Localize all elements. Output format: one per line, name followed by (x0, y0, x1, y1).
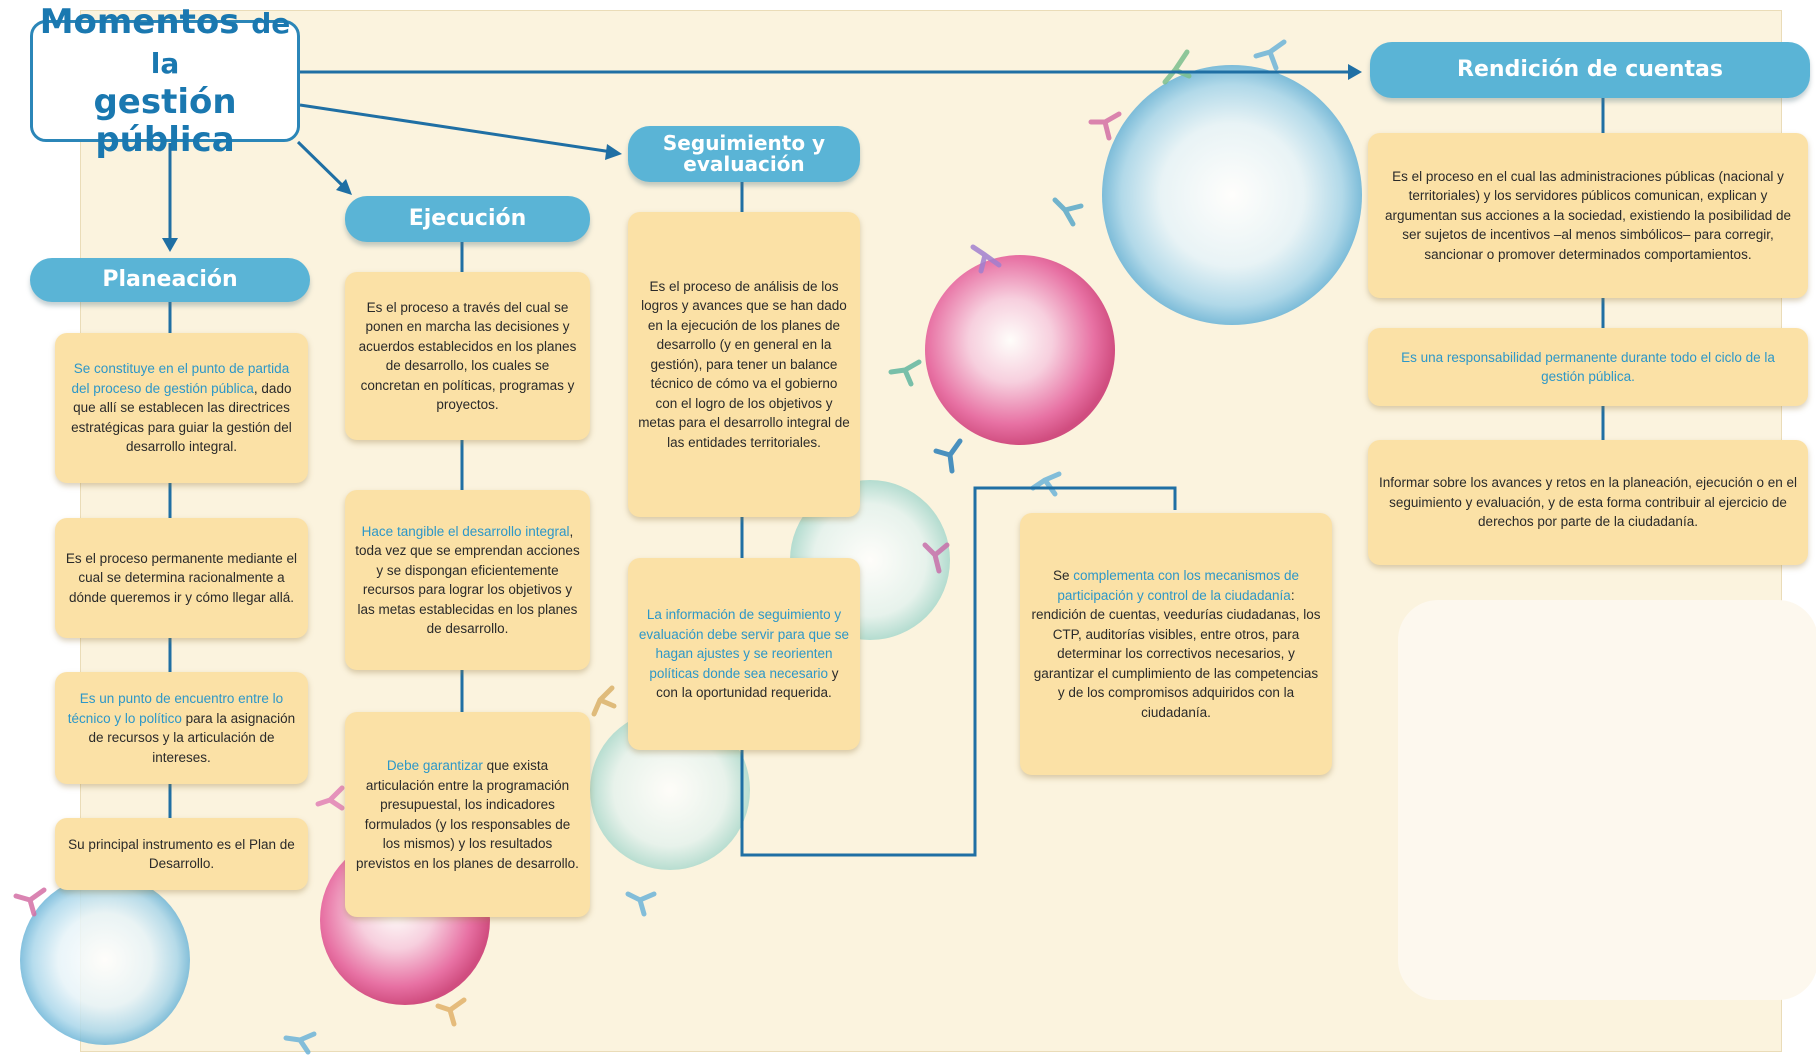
card-ejecucion-1: Es el proceso a través del cual se ponen… (345, 272, 590, 440)
figure-mark (625, 891, 657, 917)
card-ejecucion-3: Debe garantizar que exista articulación … (345, 712, 590, 917)
card-planeacion-2: Es el proceso permanente mediante el cua… (55, 518, 308, 638)
figure-mark (315, 785, 345, 811)
header-rendicion: Rendición de cuentas (1370, 42, 1810, 98)
pink-globe-center (925, 255, 1115, 445)
card-planeacion-1: Se constituye en el punto de partida del… (55, 333, 308, 483)
card-text: que exista articulación entre la program… (356, 758, 579, 871)
card-seguimiento-2: La información de seguimiento y evaluaci… (628, 558, 860, 750)
card-text: y con la oportunidad requerida. (656, 665, 839, 701)
figure-mark (1088, 111, 1122, 141)
card-text: : rendición de cuentas, veedurías ciudad… (1031, 587, 1321, 720)
card-text: para la asignación de recursos y la arti… (88, 710, 296, 765)
figure-mark (435, 997, 467, 1027)
figure-mark (283, 1031, 317, 1055)
card-highlight: Es una responsabilidad permanente durant… (1401, 349, 1775, 385)
arrowhead-rendicion (1348, 64, 1362, 80)
card-rendicion-2: Es una responsabilidad permanente durant… (1368, 328, 1808, 406)
blue-globe-top-right (1102, 65, 1362, 325)
card-planeacion-4: Su principal instrumento es el Plan de D… (55, 818, 308, 890)
figure-mark (591, 685, 617, 717)
connector-title-to-ejecucion (296, 140, 347, 190)
card-highlight: Es un punto de encuentro entre lo técnic… (67, 691, 284, 726)
card-highlight: Debe garantizar (386, 758, 483, 773)
figure-mark (922, 542, 950, 574)
teal-globe-lower (590, 710, 750, 870)
figure-mark (1052, 197, 1084, 227)
header-ejecucion: Ejecución (345, 196, 590, 242)
header-seguimiento-line1: Seguimiento y (662, 131, 826, 155)
card-rendicion-3: Informar sobre los avances y retos en la… (1368, 440, 1808, 565)
card-highlight: Hace tangible el desarrollo integral (361, 523, 570, 539)
card-text: Es el proceso en el cual las administrac… (1384, 168, 1791, 262)
header-seguimiento-line2: evaluación (683, 152, 805, 176)
title-word-momentos: Momentos (39, 2, 240, 42)
figure-mark (970, 244, 1002, 274)
card-highlight: La información de seguimiento y evaluaci… (638, 607, 850, 681)
figure-mark (1030, 471, 1062, 497)
figure-mark (13, 887, 47, 917)
card-text: , toda vez que se emprendan acciones y s… (355, 523, 580, 637)
card-text-prefix: Se (1052, 568, 1074, 583)
arrowhead-seguimiento (605, 144, 622, 160)
card-text: Es el proceso a través del cual se ponen… (358, 299, 577, 413)
diagram-title: Momentos de la gestión pública (30, 3, 300, 159)
figure-mark (888, 359, 922, 387)
figure-mark (933, 438, 963, 474)
connector-seguimiento-to-side-card (740, 486, 1177, 857)
card-seguimiento-complementa: Se complementa con los mecanismos de par… (1020, 513, 1332, 775)
arrowhead-ejecucion (336, 179, 352, 195)
blue-globe-bottom-left (20, 875, 190, 1045)
card-text: Es el proceso de análisis de los logros … (638, 278, 850, 450)
arrowhead-planeacion (162, 238, 178, 252)
card-seguimiento-1: Es el proceso de análisis de los logros … (628, 212, 860, 517)
card-rendicion-1: Es el proceso en el cual las administrac… (1368, 133, 1808, 298)
card-planeacion-3: Es un punto de encuentro entre lo técnic… (55, 672, 308, 784)
connector-title-to-seguimiento (299, 103, 613, 154)
card-text: Informar sobre los avances y retos en la… (1379, 475, 1797, 530)
header-planeacion: Planeación (30, 258, 310, 302)
card-ejecucion-2: Hace tangible el desarrollo integral, to… (345, 490, 590, 670)
card-text: Su principal instrumento es el Plan de D… (68, 836, 295, 872)
figure-mark (1253, 39, 1287, 71)
card-highlight: Se constituye en el punto de partida del… (71, 361, 290, 396)
title-word-de-la: de la (150, 7, 291, 80)
faded-empty-panel (1398, 600, 1816, 1000)
card-highlight: complementa con los mecanismos de partic… (1057, 568, 1300, 603)
card-text: , dado que allí se establecen las direct… (71, 380, 292, 455)
card-text: Es el proceso permanente mediante el cua… (65, 550, 298, 605)
title-line-2: gestión pública (93, 82, 237, 160)
header-seguimiento: Seguimiento y evaluación (628, 126, 860, 182)
